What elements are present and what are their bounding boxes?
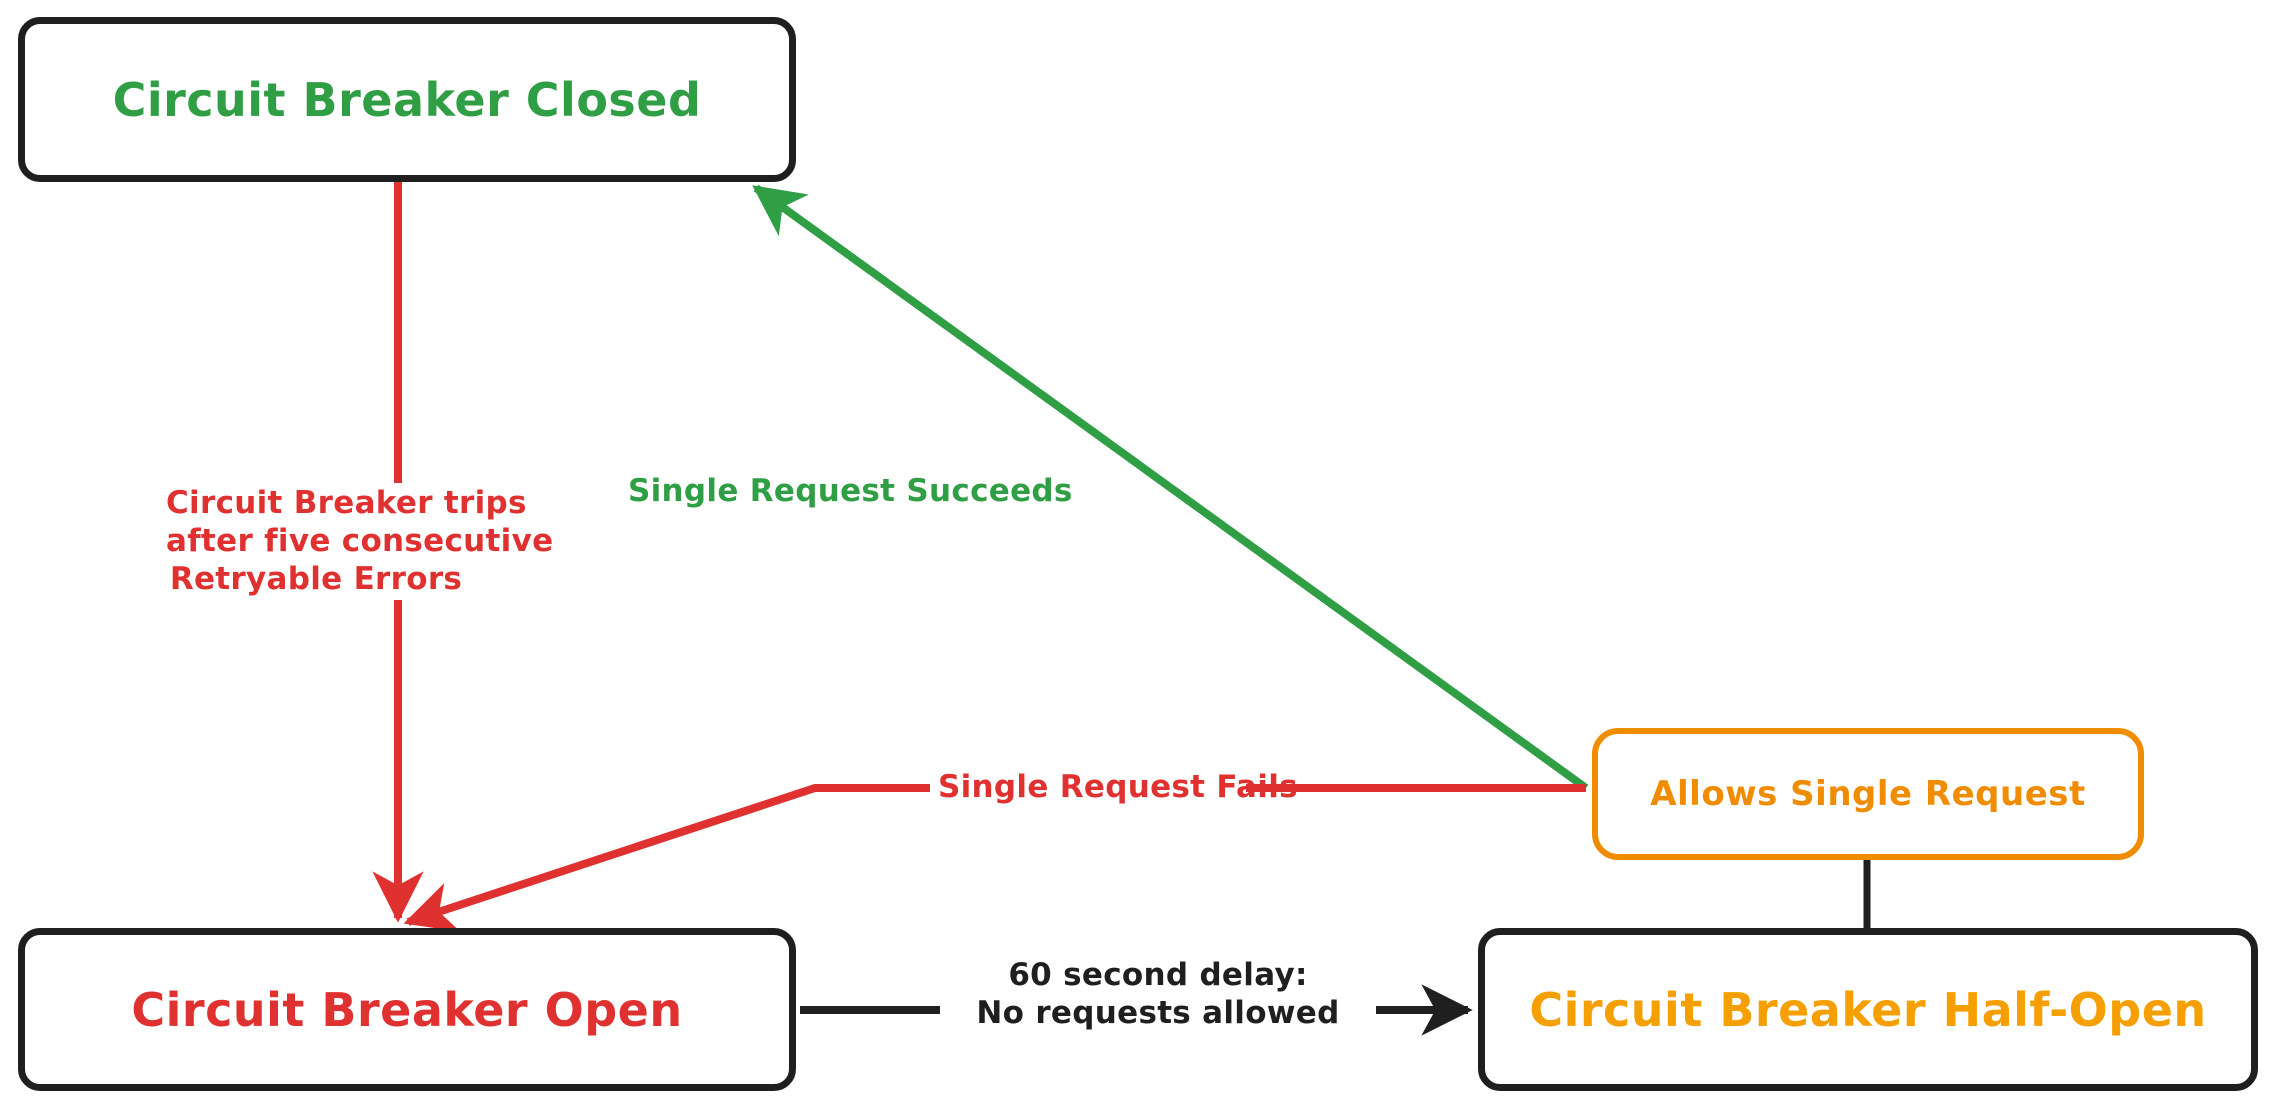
- edge-label-line: Retryable Errors: [169, 560, 463, 597]
- edge-label-line: Single Request Succeeds: [628, 473, 1073, 509]
- node-label-open: Circuit Breaker Open: [131, 982, 683, 1037]
- node-circuit-breaker-half-open[interactable]: Circuit Breaker Half-Open: [1478, 928, 2258, 1091]
- node-label-closed: Circuit Breaker Closed: [112, 72, 702, 127]
- edge-allows-to-closed: [752, 184, 1589, 792]
- node-allows-single-request[interactable]: Allows Single Request: [1592, 728, 2144, 860]
- node-label-allows-single-request: Allows Single Request: [1650, 774, 2086, 814]
- node-circuit-breaker-closed[interactable]: Circuit Breaker Closed: [18, 17, 796, 182]
- edge-label-single-request-fails: Single Request Fails: [930, 766, 1298, 810]
- edge-label-single-request-succeeds: Single Request Succeeds: [620, 470, 1073, 514]
- edge-label-line: No requests allowed: [976, 994, 1340, 1031]
- edge-label-line: 60 second delay:: [1008, 957, 1308, 993]
- edge-label-circuit-breaker-trips: Circuit Breaker trips after five consecu…: [160, 483, 554, 601]
- node-circuit-breaker-open[interactable]: Circuit Breaker Open: [18, 928, 796, 1091]
- edge-label-line: Single Request Fails: [938, 769, 1298, 805]
- edge-allows-to-open: [403, 784, 1586, 932]
- node-label-half-open: Circuit Breaker Half-Open: [1529, 982, 2207, 1037]
- edge-label-line: Circuit Breaker trips: [166, 485, 527, 521]
- edge-label-60-second-delay: 60 second delay: No requests allowed: [940, 955, 1376, 1035]
- edge-label-line: after five consecutive: [166, 522, 554, 559]
